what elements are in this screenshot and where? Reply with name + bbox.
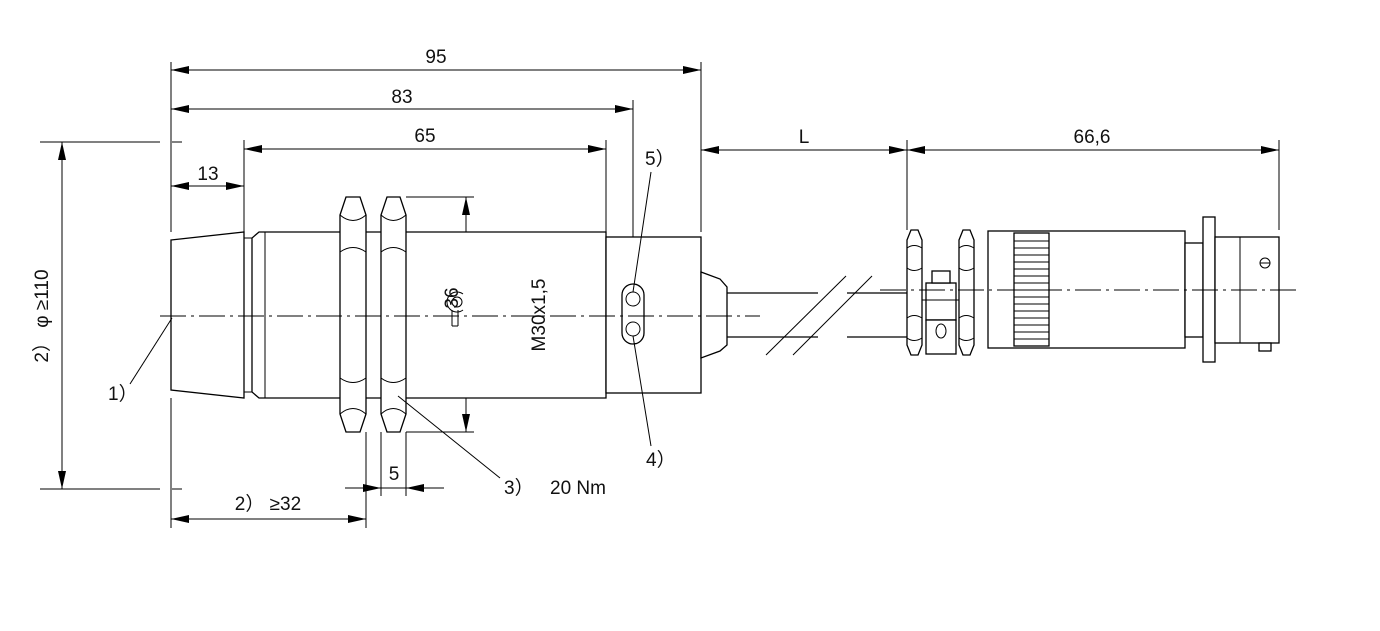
label-13: 13	[197, 164, 218, 185]
label-torque: 20 Nm	[550, 478, 606, 499]
label-95: 95	[425, 47, 446, 68]
dim-95	[171, 66, 701, 74]
cable	[727, 275, 912, 356]
callout-4: 4）	[646, 449, 676, 471]
dim-5	[345, 484, 444, 492]
callout-5: 5）	[645, 148, 675, 170]
label-32: 2） ≥32	[235, 493, 301, 515]
label-diameter-110: 2） φ ≥110	[31, 269, 53, 362]
leader-lines	[129, 171, 652, 479]
dim-66-6	[907, 146, 1279, 154]
dim-65	[244, 145, 606, 153]
label-36: 36	[442, 287, 463, 308]
knurl-lines	[1014, 240, 1049, 340]
label-65: 65	[414, 126, 435, 147]
led-indicators	[621, 283, 645, 345]
callout-3: 3）	[504, 477, 534, 499]
label-66-6: 66,6	[1074, 127, 1111, 148]
dim-83	[171, 105, 633, 113]
label-5: 5	[389, 464, 400, 485]
lock-nut-1	[339, 196, 367, 433]
label-83: 83	[391, 87, 412, 108]
dim-32	[171, 515, 366, 523]
dim-13	[171, 182, 244, 190]
callout-1: 1）	[108, 383, 138, 405]
label-L: L	[799, 127, 810, 148]
wrench-icon	[446, 291, 464, 327]
label-thread: M30x1,5	[529, 279, 550, 352]
dim-110	[58, 142, 66, 489]
lock-nut-2	[380, 196, 407, 433]
dim-L	[701, 146, 907, 154]
